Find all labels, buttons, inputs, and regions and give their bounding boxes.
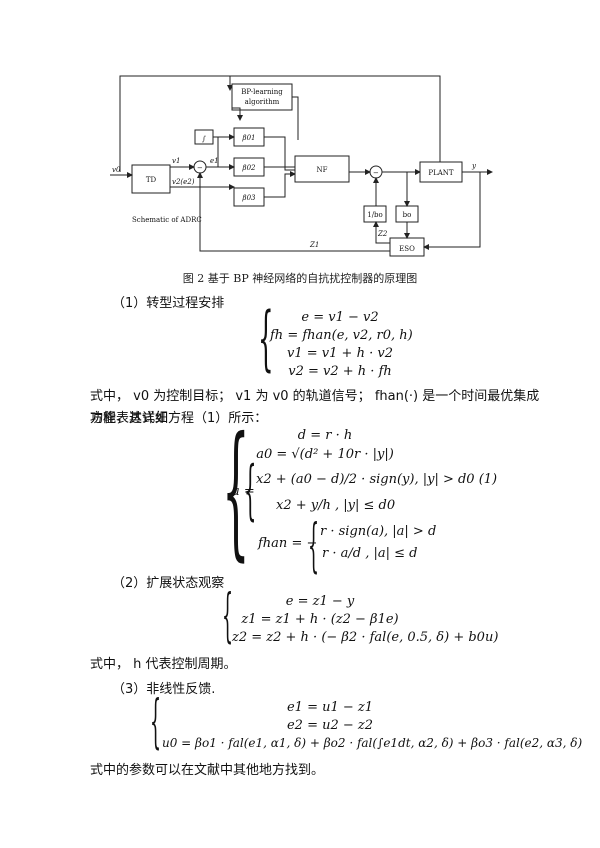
- fhan-a-case2: x2 + y/h , |y| ≤ d0: [276, 498, 396, 513]
- fhan-f-case1: r · sign(a), |a| > d: [320, 524, 437, 539]
- nf-block: [294, 155, 350, 183]
- s3-eq2: e2 = u2 − z2: [286, 718, 374, 733]
- fhan-a-case1: x2 + (a0 − d)/2 · sign(y), |y| > d0 (1): [256, 472, 498, 487]
- z1-label: Z1: [309, 241, 319, 249]
- s3-eq1: e1 = u1 − z1: [286, 700, 374, 715]
- section1-brace: {: [258, 297, 274, 379]
- section3-heading: （3）非线性反馈.: [112, 682, 216, 697]
- s2-eq2: z1 = z1 + h · (z2 − β1e): [241, 612, 399, 627]
- section2-heading: （2）扩展状态观察: [112, 576, 225, 591]
- s2-eq3: z2 = z2 + h · (− β2 · fal(e, 0.5, δ) + b…: [232, 630, 499, 645]
- plant-label: PLANT: [428, 169, 454, 177]
- section3-brace: {: [150, 687, 162, 755]
- inverse-b0-label: 1/bo: [367, 211, 383, 219]
- s1-eq1: e = v1 − v2: [301, 310, 379, 325]
- v1-label: v1: [172, 157, 180, 165]
- a-brace: {: [244, 453, 257, 528]
- sum2-minus: −: [373, 169, 379, 177]
- section3-desc: 式中的参数可以在文献中其他地方找到。: [90, 763, 325, 778]
- beta02-label: β02: [242, 164, 257, 172]
- nf-label: NF: [317, 166, 328, 174]
- s1-eq4: v2 = v2 + h · fh: [288, 364, 392, 379]
- e1-label: e1: [210, 157, 219, 165]
- td-block: [131, 164, 171, 194]
- beta01-label: β01: [242, 134, 256, 142]
- td-label: TD: [146, 176, 157, 184]
- section2-brace: {: [222, 581, 234, 649]
- s2-eq1: e = z1 − y: [285, 594, 355, 609]
- adrc-schematic-label: Schematic of ADRC: [132, 216, 202, 224]
- y-label: y: [471, 162, 477, 170]
- section2-desc: 式中， h 代表控制周期。: [90, 657, 237, 672]
- s1-eq3: v1 = v1 + h · v2: [287, 346, 393, 361]
- v2-label: v2(e2): [172, 178, 195, 186]
- v0-label: v0: [112, 166, 121, 174]
- eso-label: ESO: [399, 245, 415, 253]
- fhan-a0: a0 = √(d² + 10r · |y|): [256, 447, 394, 462]
- sum1-minus: −: [197, 164, 203, 172]
- bp-label-line2: algorithm: [245, 98, 280, 106]
- bp-label-line1: BP-learning: [241, 88, 283, 96]
- b0-label: bo: [403, 211, 412, 219]
- fhan-brace: {: [308, 511, 320, 579]
- fhan-a-lhs: a =: [232, 484, 255, 499]
- section1-desc-line2: 方程表达式如方程（1）所示：: [90, 411, 268, 426]
- figure-caption: 图 2 基于 BP 神经网络的自抗扰控制器的原理图: [182, 272, 418, 285]
- fhan-outer-brace: {: [222, 406, 250, 575]
- s3-eq3: u0 = βo1 · fal(e1, α1, δ) + βo2 · fal(∫e…: [162, 736, 583, 750]
- fhan-f-lhs: fhan = −: [258, 536, 318, 551]
- s1-eq2: fh = fhan(e, v2, r0, h): [270, 328, 413, 343]
- integrator-symbol: ∫: [202, 135, 206, 143]
- fhan-d: d = r · h: [297, 428, 353, 443]
- section1-heading: （1）转型过程安排: [112, 296, 225, 311]
- z2-label: Z2: [377, 230, 388, 238]
- top-feedback-line: [119, 75, 441, 172]
- section1-desc-line1: 式中， v0 为控制目标； v1 为 v0 的轨道信号； fhan(·) 是一个…: [90, 389, 540, 426]
- fhan-f-case2: r · a/d , |a| ≤ d: [322, 546, 418, 561]
- beta03-label: β03: [242, 194, 257, 202]
- adrc-block-diagram: BP-learning algorithm ∫ β01 β02 β03 TD v…: [110, 75, 493, 257]
